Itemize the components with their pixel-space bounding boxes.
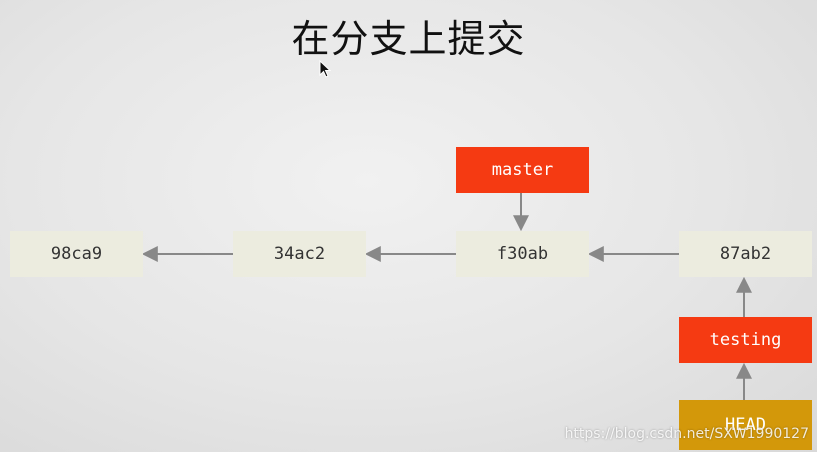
slide-title: 在分支上提交 xyxy=(291,17,526,61)
mouse-cursor-icon xyxy=(319,60,331,78)
commit-node-87ab2: 87ab2 xyxy=(679,231,812,277)
branch-label-testing: testing xyxy=(679,317,812,363)
watermark-text: https://blog.csdn.net/SXW1990127 xyxy=(564,426,809,442)
commit-node-f30ab: f30ab xyxy=(456,231,589,277)
commit-node-34ac2: 34ac2 xyxy=(233,231,366,277)
branch-label-master: master xyxy=(456,147,589,193)
head-pointer-label: HEAD xyxy=(679,400,812,450)
commit-node-98ca9: 98ca9 xyxy=(10,231,143,277)
